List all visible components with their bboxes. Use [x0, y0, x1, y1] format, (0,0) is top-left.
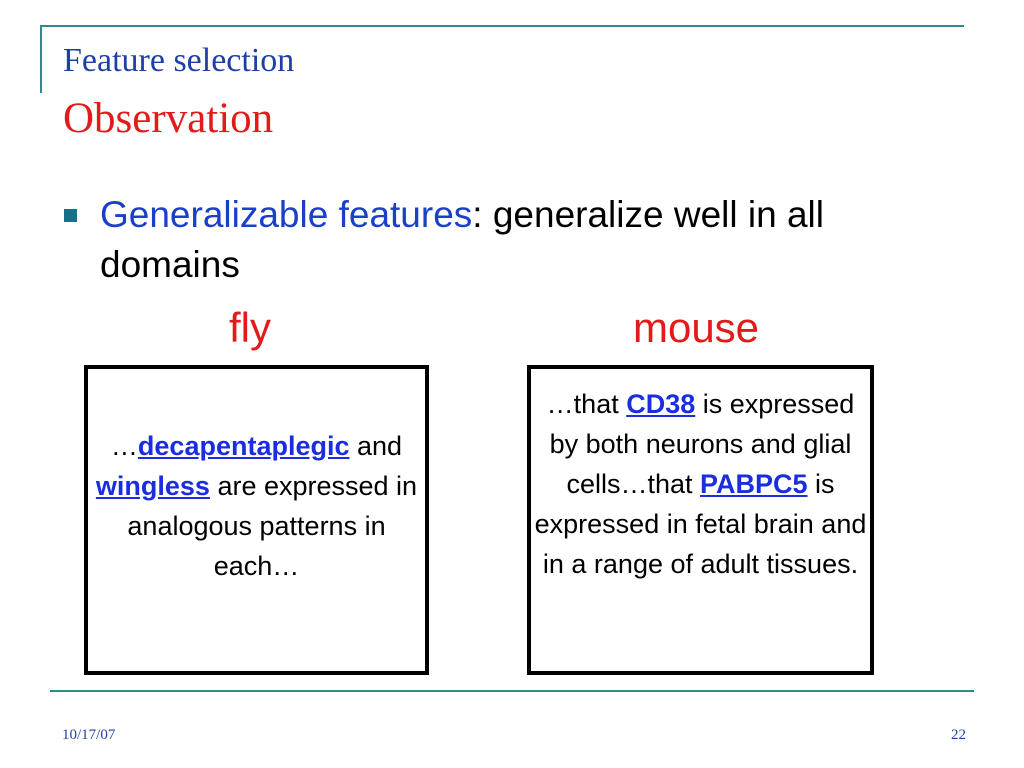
gene-link-cd38[interactable]: CD38: [626, 389, 696, 419]
fly-rest: are expressed in analogous patterns in e…: [127, 471, 418, 581]
bullet-description: : generalize well in all domains: [100, 194, 824, 285]
mouse-prefix: …that: [546, 389, 627, 419]
top-rule: [40, 25, 964, 27]
footer-date: 10/17/07: [62, 727, 116, 743]
page-number: 22: [951, 727, 966, 743]
fly-and: and: [349, 431, 403, 461]
bullet-term: Generalizable features: [100, 194, 473, 235]
bullet-point: Generalizable features: generalize well …: [100, 190, 960, 290]
bottom-rule: [50, 690, 974, 692]
gene-link-decapentaplegic[interactable]: decapentaplegic: [137, 431, 350, 461]
bullet-square-icon: [64, 209, 77, 222]
fly-label: fly: [229, 304, 271, 351]
gene-link-wingless[interactable]: wingless: [95, 471, 210, 501]
gene-link-pabpc5[interactable]: PABPC5: [700, 469, 808, 499]
slide-title: Feature selection: [63, 42, 295, 79]
left-rule: [40, 25, 42, 93]
fly-prefix: …: [110, 431, 138, 461]
mouse-mid: is expressed by both neurons and glial c…: [549, 389, 855, 499]
mouse-label: mouse: [632, 304, 760, 351]
mouse-rest: is expressed in fetal brain and in a ran…: [534, 469, 867, 579]
mouse-example-box: …that CD38 is expressed by both neurons …: [527, 365, 874, 675]
slide-subtitle: Observation: [63, 95, 274, 142]
fly-example-box: …decapentaplegic and wingless are expres…: [84, 365, 429, 675]
